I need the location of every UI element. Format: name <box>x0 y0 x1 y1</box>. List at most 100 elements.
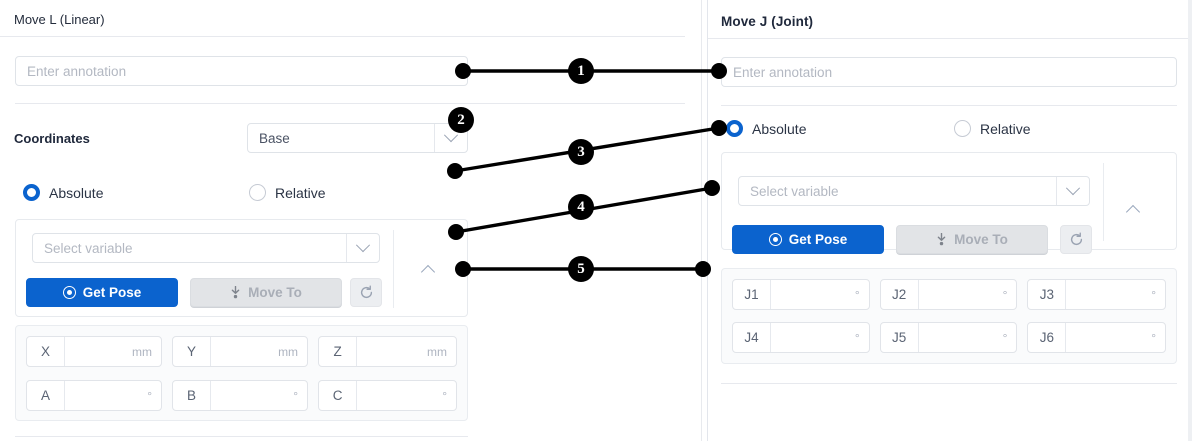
refresh-icon <box>360 285 372 299</box>
pose-field-y[interactable]: Y mm <box>172 336 309 367</box>
pose-field-a-unit: ° <box>147 388 153 403</box>
pose-field-row: X mm Y mm Z mm <box>26 336 457 367</box>
joint-field-j3-unit: ° <box>1151 287 1156 302</box>
move-j-joint-fields: J1 ° J2 ° J3 ° J4 ° <box>721 268 1177 364</box>
joint-field-j2[interactable]: J2 ° <box>879 279 1018 310</box>
coordinates-select-value: Base <box>259 130 290 146</box>
joint-field-j6[interactable]: J6 ° <box>1027 322 1166 353</box>
move-j-mode-relative[interactable]: Relative <box>954 120 1031 137</box>
pose-field-y-key: Y <box>173 337 212 366</box>
move-l-get-pose-label: Get Pose <box>82 285 142 300</box>
joint-field-j5[interactable]: J5 ° <box>879 322 1018 353</box>
move-l-pose-fields: X mm Y mm Z mm A ° <box>15 325 468 421</box>
pose-field-b-key: B <box>173 381 212 410</box>
coordinates-select[interactable]: Base <box>247 123 468 153</box>
move-l-title: Move L (Linear) <box>14 12 105 27</box>
pose-field-row: A ° B ° C ° <box>26 380 457 411</box>
joint-field-j6-key: J6 <box>1028 323 1067 352</box>
move-j-action-card-divider <box>1103 163 1104 241</box>
radio-selected-icon <box>726 120 743 137</box>
move-l-move-to-label: Move To <box>248 285 302 300</box>
pose-field-x-key: X <box>27 337 65 366</box>
move-l-mode-relative-label: Relative <box>275 184 326 201</box>
move-l-annotation-divider <box>15 103 685 104</box>
pose-field-a[interactable]: A ° <box>26 380 163 411</box>
joint-field-j4[interactable]: J4 ° <box>732 322 870 353</box>
joint-field-j5-unit: ° <box>1002 330 1008 345</box>
radio-selected-icon <box>23 184 40 201</box>
joint-field-j2-unit: ° <box>1002 287 1008 302</box>
move-j-annotation-input[interactable]: Enter annotation <box>721 57 1177 87</box>
move-l-annotation-input[interactable]: Enter annotation <box>15 56 468 86</box>
joint-field-j4-key: J4 <box>733 323 771 352</box>
move-l-panel: Move L (Linear) Enter annotation Coordin… <box>0 0 700 441</box>
move-j-get-pose-label: Get Pose <box>788 232 848 247</box>
pose-field-c-key: C <box>319 381 358 410</box>
move-l-mode-absolute[interactable]: Absolute <box>23 184 249 201</box>
joint-field-j6-unit: ° <box>1151 330 1156 345</box>
move-j-action-card: Select variable Get Pose Move To <box>721 152 1177 254</box>
radio-unselected-icon <box>954 120 971 137</box>
move-l-mode-radio-group: Absolute Relative <box>23 184 443 201</box>
pose-field-z-unit: mm <box>427 344 447 359</box>
target-dot-icon <box>62 286 76 299</box>
move-j-move-to-label: Move To <box>954 232 1008 247</box>
joint-field-row: J1 ° J2 ° J3 ° <box>732 279 1166 310</box>
target-dot-icon <box>768 233 782 246</box>
move-l-action-card-divider <box>393 230 394 308</box>
joint-field-row: J4 ° J5 ° J6 ° <box>732 322 1166 353</box>
move-j-get-pose-button[interactable]: Get Pose <box>732 225 884 254</box>
move-j-mode-relative-label: Relative <box>980 120 1031 137</box>
joint-field-j5-key: J5 <box>881 323 919 352</box>
pose-field-c-unit: ° <box>442 388 447 403</box>
move-l-get-pose-button[interactable]: Get Pose <box>26 278 178 307</box>
joint-field-j3[interactable]: J3 ° <box>1027 279 1166 310</box>
joint-field-j1-unit: ° <box>854 287 860 302</box>
move-j-variable-placeholder: Select variable <box>750 183 839 199</box>
refresh-icon <box>1070 232 1082 246</box>
pose-field-z[interactable]: Z mm <box>318 336 457 367</box>
pose-field-b[interactable]: B ° <box>172 380 309 411</box>
pose-field-c[interactable]: C ° <box>318 380 457 411</box>
move-l-variable-select[interactable]: Select variable <box>32 233 380 263</box>
joint-field-j4-unit: ° <box>854 330 860 345</box>
pose-field-b-unit: ° <box>293 388 299 403</box>
move-j-move-to-button[interactable]: Move To <box>896 225 1048 254</box>
move-j-title-divider <box>708 38 1188 39</box>
move-j-title: Move J (Joint) <box>721 14 814 29</box>
chevron-down-icon <box>346 234 379 262</box>
move-l-collapse-toggle[interactable] <box>420 264 436 280</box>
move-j-mode-radio-group: Absolute Relative <box>726 120 1146 137</box>
move-l-move-to-button[interactable]: Move To <box>190 278 342 307</box>
move-j-mode-absolute-label: Absolute <box>752 120 807 137</box>
joint-field-j3-key: J3 <box>1028 280 1067 309</box>
joint-field-j1[interactable]: J1 ° <box>732 279 870 310</box>
move-l-variable-placeholder: Select variable <box>44 240 133 256</box>
move-down-to-point-icon <box>231 286 240 299</box>
joint-field-j1-key: J1 <box>733 280 771 309</box>
coordinates-label: Coordinates <box>14 131 90 146</box>
right-panel-scrollbar[interactable] <box>1188 0 1192 441</box>
move-j-bottom-divider <box>721 383 1177 384</box>
move-l-bottom-divider <box>15 436 468 437</box>
move-j-panel: Move J (Joint) Enter annotation Absolute… <box>707 0 1192 441</box>
pose-field-y-unit: mm <box>278 344 299 359</box>
move-j-mode-absolute[interactable]: Absolute <box>726 120 954 137</box>
pose-field-z-key: Z <box>319 337 358 366</box>
move-j-collapse-toggle[interactable] <box>1125 204 1141 220</box>
move-l-refresh-button[interactable] <box>350 278 382 307</box>
move-j-variable-select[interactable]: Select variable <box>738 176 1090 206</box>
move-l-mode-absolute-label: Absolute <box>49 184 104 201</box>
move-l-title-divider <box>0 36 685 37</box>
move-j-refresh-button[interactable] <box>1060 225 1092 254</box>
pose-field-x[interactable]: X mm <box>26 336 163 367</box>
move-l-mode-relative[interactable]: Relative <box>249 184 326 201</box>
joint-field-j2-key: J2 <box>881 280 919 309</box>
radio-unselected-icon <box>249 184 266 201</box>
chevron-down-icon <box>1056 177 1089 205</box>
pose-field-a-key: A <box>27 381 65 410</box>
move-j-annotation-divider <box>721 105 1177 106</box>
move-down-to-point-icon <box>937 233 946 246</box>
move-l-action-card: Select variable Get Pose Move To <box>15 219 468 317</box>
